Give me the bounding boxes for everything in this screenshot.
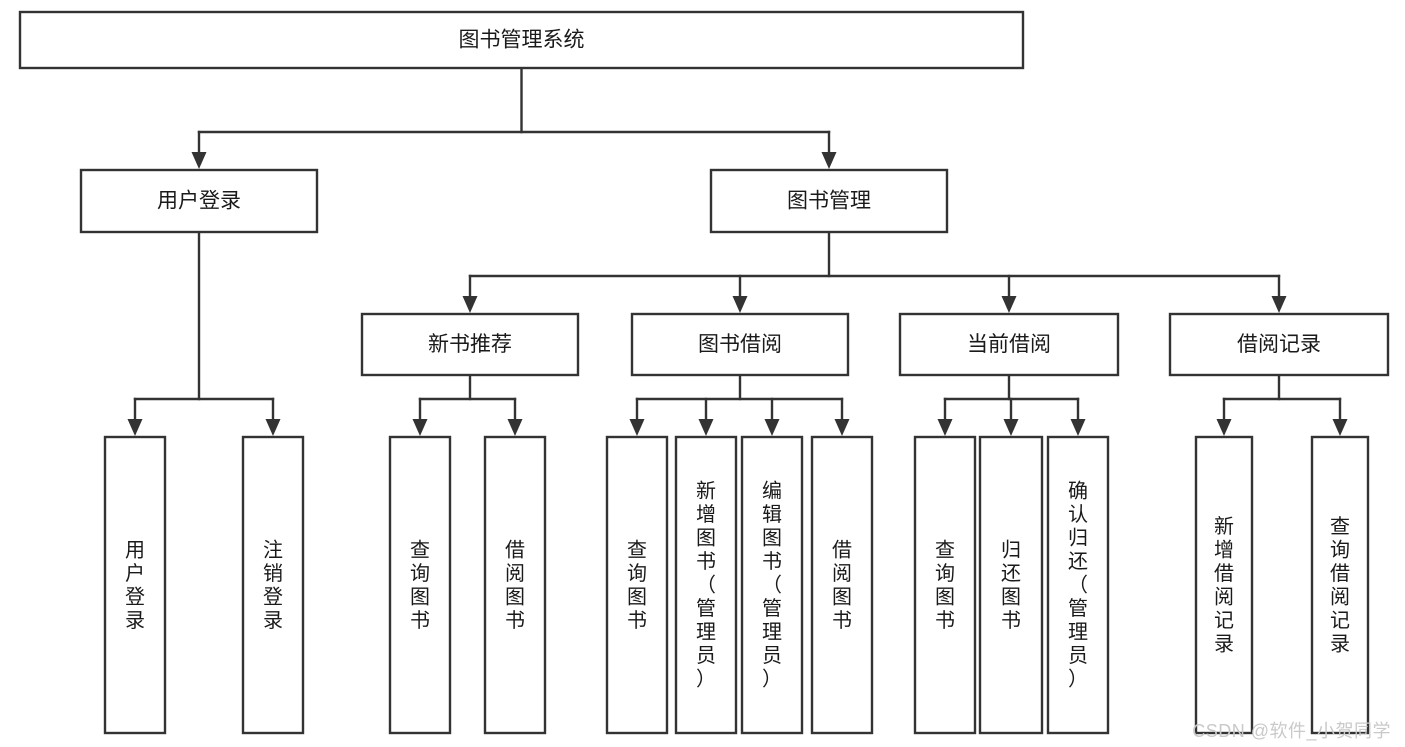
edge-layer — [127, 66, 1348, 436]
node-label: 图书管理 — [787, 190, 871, 213]
node-n-current[interactable]: 当前借阅 — [898, 312, 1120, 377]
node-label: 注销登录 — [263, 538, 283, 632]
node-label: 查询图书 — [935, 538, 955, 632]
node-l-rec-add[interactable]: 新增借阅记录 — [1194, 435, 1254, 735]
node-label: 新书推荐 — [428, 333, 512, 356]
node-label: 查询借阅记录 — [1330, 515, 1350, 656]
node-label: 新增借阅记录 — [1214, 515, 1234, 656]
node-label: 编辑图书（管理员） — [762, 480, 782, 691]
node-label: 查询图书 — [627, 538, 647, 632]
node-layer: 图书管理系统用户登录图书管理新书推荐图书借阅当前借阅借阅记录用户登录注销登录查询… — [18, 10, 1390, 735]
node-l-cur-return[interactable]: 归还图书 — [978, 435, 1044, 735]
node-n-user-login[interactable]: 用户登录 — [79, 168, 319, 234]
node-n-book-mgmt[interactable]: 图书管理 — [709, 168, 949, 234]
node-label: 归还图书 — [1001, 538, 1021, 632]
node-root[interactable]: 图书管理系统 — [18, 10, 1025, 70]
edge-group — [412, 373, 523, 436]
node-l-bk-query[interactable]: 查询图书 — [605, 435, 669, 735]
node-l-user-login[interactable]: 用户登录 — [103, 435, 167, 735]
node-label: 借阅图书 — [505, 538, 525, 632]
node-label: 新增图书（管理员） — [696, 480, 716, 691]
node-label: 图书借阅 — [698, 333, 782, 356]
node-l-bk-add[interactable]: 新增图书（管理员） — [674, 435, 738, 735]
node-label: 确认归还（管理员） — [1068, 480, 1088, 691]
node-label: 借阅记录 — [1237, 333, 1321, 356]
node-l-cur-query[interactable]: 查询图书 — [913, 435, 977, 735]
edge-group — [127, 230, 281, 436]
node-l-bk-borrow[interactable]: 借阅图书 — [810, 435, 874, 735]
node-l-user-logout[interactable]: 注销登录 — [241, 435, 305, 735]
edge-group — [629, 373, 850, 436]
node-n-new-books[interactable]: 新书推荐 — [360, 312, 580, 377]
node-l-nb-borrow[interactable]: 借阅图书 — [483, 435, 547, 735]
edge-group — [462, 230, 1287, 313]
node-n-records[interactable]: 借阅记录 — [1168, 312, 1390, 377]
edge-group — [191, 66, 837, 169]
edge-group — [1216, 373, 1348, 436]
node-label: 查询图书 — [410, 538, 430, 632]
node-label: 用户登录 — [125, 539, 145, 632]
node-label: 用户登录 — [157, 190, 241, 213]
node-l-nb-query[interactable]: 查询图书 — [388, 435, 452, 735]
node-l-rec-query[interactable]: 查询借阅记录 — [1310, 435, 1370, 735]
node-label: 图书管理系统 — [459, 29, 585, 52]
node-label: 当前借阅 — [967, 333, 1051, 356]
node-n-borrow[interactable]: 图书借阅 — [630, 312, 850, 377]
edge-group — [937, 373, 1086, 436]
node-l-cur-confirm[interactable]: 确认归还（管理员） — [1046, 435, 1110, 735]
node-label: 借阅图书 — [832, 538, 852, 632]
node-l-bk-edit[interactable]: 编辑图书（管理员） — [740, 435, 804, 735]
